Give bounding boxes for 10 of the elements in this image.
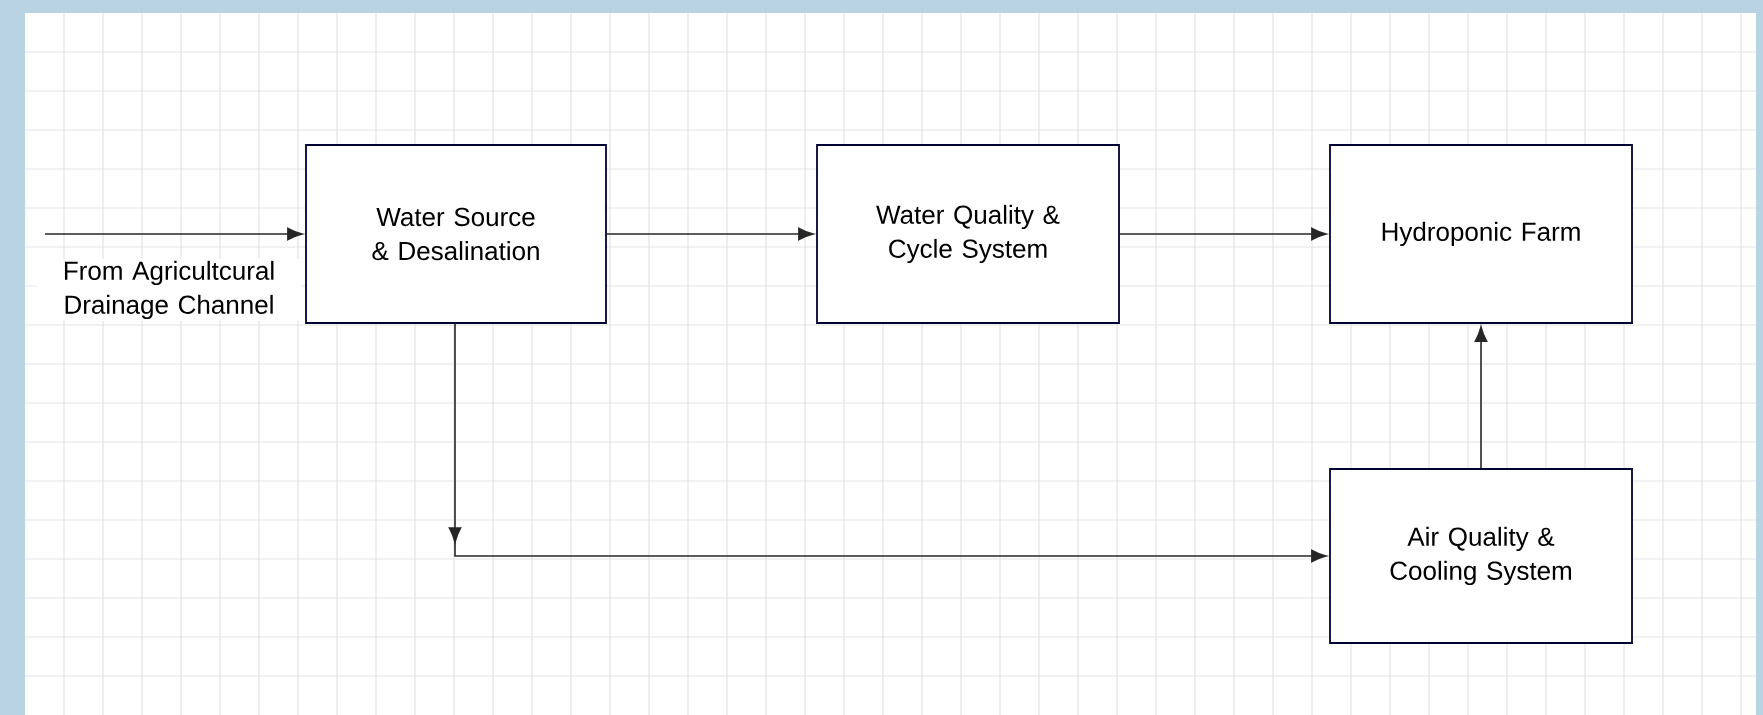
process-box: Water Quality & Cycle System <box>816 144 1120 324</box>
arrow <box>448 323 1327 563</box>
arrow <box>1119 227 1327 241</box>
process-box: Air Quality & Cooling System <box>1329 468 1633 644</box>
process-box: Hydroponic Farm <box>1329 144 1633 324</box>
arrow <box>606 227 814 241</box>
edge-label: From Agricultcural Drainage Channel <box>37 258 301 322</box>
process-box: Water Source & Desalination <box>305 144 607 324</box>
arrow <box>1474 326 1488 469</box>
arrow <box>44 227 303 241</box>
